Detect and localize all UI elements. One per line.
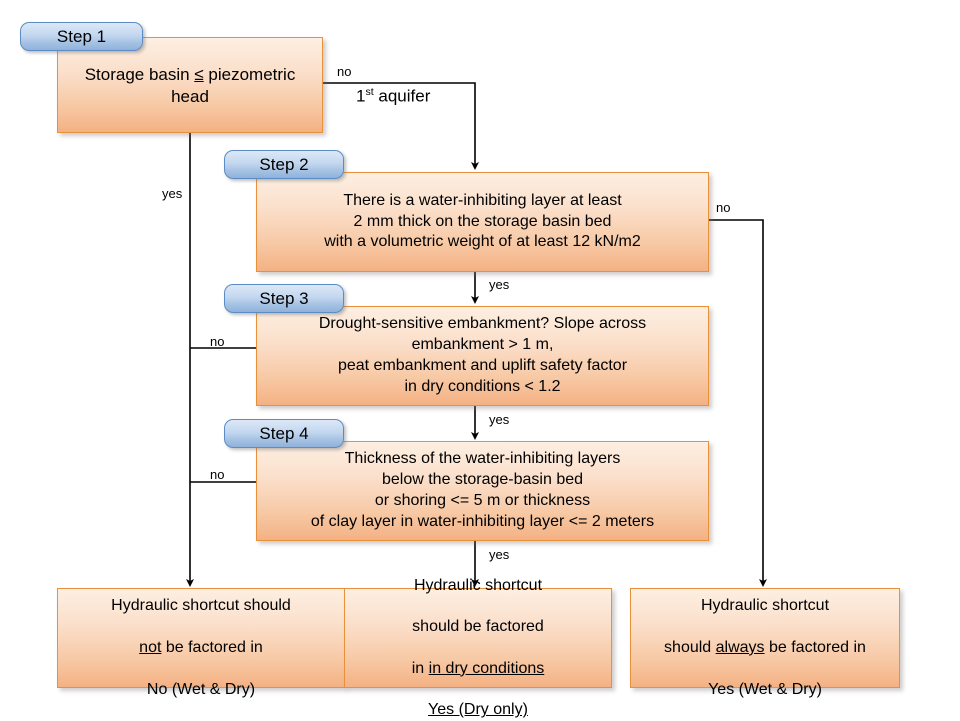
edge-label-step1-yes: yes <box>162 186 183 201</box>
step-2-tab[interactable]: Step 2 <box>224 150 344 179</box>
step-1-tab-label: Step 1 <box>56 26 107 46</box>
result1-line2-rest: be factored in <box>161 639 263 656</box>
edge-label-step3-no: no <box>210 334 225 349</box>
edge-label-step4-no: no <box>210 467 225 482</box>
result1-line1: Hydraulic shortcut should <box>111 597 291 615</box>
step-2-tab-label: Step 2 <box>259 154 309 174</box>
step-4-tab-label: Step 4 <box>259 423 309 443</box>
result2-line4-underlined: Yes (Dry only) <box>428 701 528 719</box>
result3-line3: Yes (Wet & Dry) <box>708 680 822 698</box>
edge-label-step3-yes: yes <box>489 412 510 427</box>
result-always-text: Hydraulic shortcut should always be fact… <box>631 576 899 701</box>
step-1-text: Storage basin ≤ piezometric head <box>84 65 296 107</box>
result-dry-only-box[interactable]: Hydraulic shortcut should be factored in… <box>344 577 612 718</box>
result-not-factored-box[interactable]: Hydraulic shortcut should not be factore… <box>57 588 345 698</box>
step-4-tab[interactable]: Step 4 <box>224 419 344 448</box>
step-4-text: Thickness of the water-inhibiting layers… <box>310 450 655 530</box>
step-3-text: Drought-sensitive embankment? Slope acro… <box>318 315 647 395</box>
result-not-factored-text: Hydraulic shortcut should not be factore… <box>58 576 344 701</box>
step-2-text: There is a water-inhibiting layer at lea… <box>324 191 641 251</box>
result3-line2-prefix: should <box>664 639 716 656</box>
result-always-box[interactable]: Hydraulic shortcut should always be fact… <box>630 588 900 698</box>
edge-label-first-aquifer: 1st aquifer <box>356 86 431 106</box>
edge-label-step1-no: no <box>337 64 352 79</box>
step-3-tab[interactable]: Step 3 <box>224 284 344 313</box>
step-1-box[interactable]: Storage basin ≤ piezometric head <box>57 37 323 133</box>
result1-line3: No (Wet & Dry) <box>146 680 256 698</box>
result-dry-only-text: Hydraulic shortcut should be factored in… <box>345 555 611 721</box>
edge-label-step2-no: no <box>716 200 731 215</box>
step-4-box[interactable]: Thickness of the water-inhibiting layers… <box>256 441 709 541</box>
result2-line3-prefix: in <box>411 659 429 677</box>
edge-label-step4-yes: yes <box>489 547 510 562</box>
step-3-tab-label: Step 3 <box>259 288 309 308</box>
step-3-box[interactable]: Drought-sensitive embankment? Slope acro… <box>256 306 709 406</box>
result3-line1: Hydraulic shortcut <box>700 597 830 615</box>
step-2-box[interactable]: There is a water-inhibiting layer at lea… <box>256 172 709 272</box>
edge-label-step2-yes: yes <box>489 277 510 292</box>
result2-line1: Hydraulic shortcut <box>413 576 543 594</box>
result3-line2-suffix: be factored in <box>764 639 866 656</box>
step-1-tab[interactable]: Step 1 <box>20 22 143 51</box>
result1-line2-underlined: not <box>139 639 162 656</box>
result3-line2-underlined: always <box>715 639 765 656</box>
result2-line2: should be factored <box>412 618 544 636</box>
result2-line3-underlined: in dry conditions <box>428 659 545 677</box>
